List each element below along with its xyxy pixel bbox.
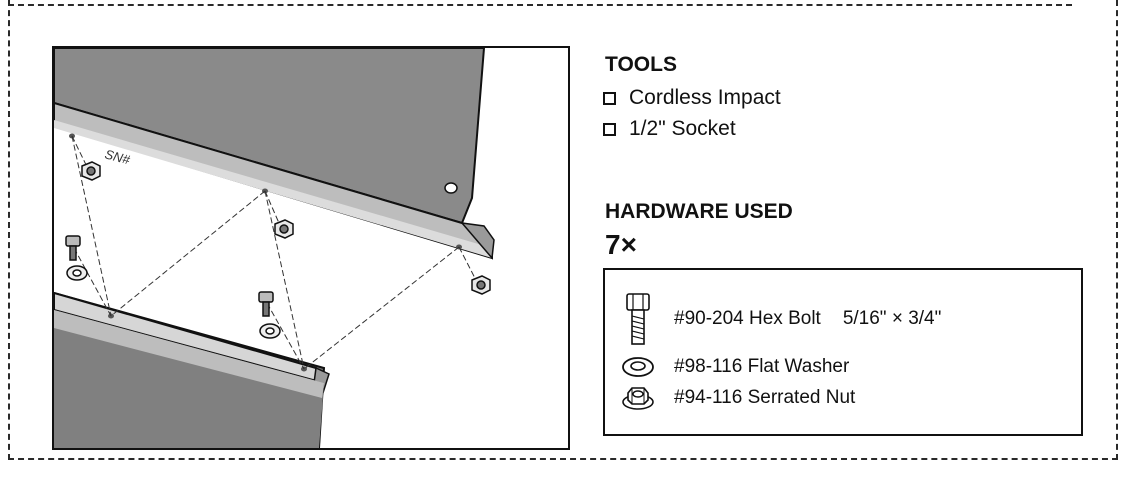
hardware-part: #98-116 Flat Washer: [674, 356, 850, 377]
hardware-list: #90-204 Hex Bolt 5/16" × 3/4" #98-116 Fl…: [603, 268, 1083, 436]
assembly-drawing: SN#: [54, 48, 495, 448]
tool-label: 1/2" Socket: [629, 117, 736, 140]
hardware-part: #90-204 Hex Bolt: [674, 308, 821, 329]
hardware-size: 5/16" × 3/4": [842, 308, 942, 329]
tool-item-cordless-impact[interactable]: Cordless Impact: [603, 86, 781, 110]
hardware-part: #94-116 Serrated Nut: [674, 387, 856, 408]
tool-item-socket[interactable]: 1/2" Socket: [603, 117, 736, 141]
flat-washer-icon: [618, 356, 658, 378]
serrated-nut-icon: [618, 385, 658, 411]
hex-bolt-icon: [618, 292, 658, 346]
tool-label: Cordless Impact: [629, 86, 781, 109]
hardware-item-hex-bolt: #90-204 Hex Bolt 5/16" × 3/4": [605, 292, 941, 346]
checkbox-icon[interactable]: [603, 122, 616, 136]
dashed-frame: [8, 0, 1118, 460]
hardware-item-flat-washer: #98-116 Flat Washer: [605, 356, 849, 378]
hardware-heading: HARDWARE USED: [605, 200, 793, 223]
dashed-frame-top: [8, 4, 1072, 6]
assembly-illustration: SN#: [52, 46, 570, 450]
checkbox-icon[interactable]: [603, 91, 616, 105]
serial-number-stamp: SN#: [103, 146, 132, 167]
hardware-quantity: 7×: [605, 229, 637, 260]
tools-heading: TOOLS: [605, 53, 677, 76]
hardware-item-serrated-nut: #94-116 Serrated Nut: [605, 385, 855, 411]
